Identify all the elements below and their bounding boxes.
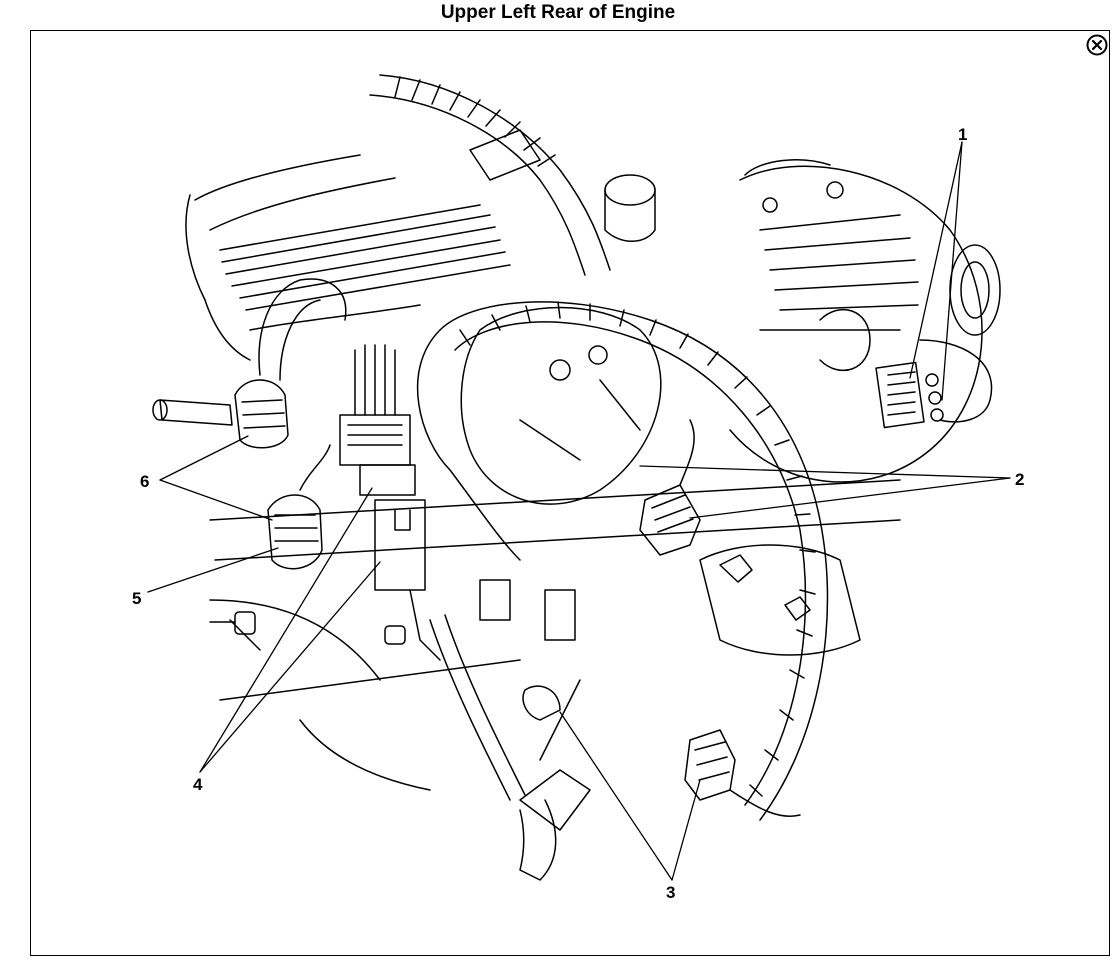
leader-6b [159,479,273,521]
connector-5 [267,444,331,570]
leader-5 [147,547,279,593]
leader-6a [159,435,249,481]
connector-4 [339,344,576,661]
alternator [729,159,1001,483]
leader-3a [559,711,673,881]
callout-4: 4 [193,775,203,794]
leader-1b [941,141,963,401]
diagram-title: Upper Left Rear of Engine [440,2,676,23]
leader-2b [689,477,1011,519]
harness-tube-top [369,74,611,276]
callout-3: 3 [666,883,675,902]
leader-4a [199,487,373,773]
callout-6: 6 [140,472,149,491]
close-icon[interactable] [1086,34,1108,56]
valve-cover [185,154,511,361]
callout-1: 1 [958,125,967,144]
leader-2a [639,465,1011,479]
connector-6 [152,278,347,449]
callout-2: 2 [1015,470,1024,489]
leader-1a [909,141,963,379]
connector-2 [639,419,701,556]
connector-3 [522,685,801,817]
harness-loop [416,301,829,821]
throttle-body [460,174,662,505]
diagram-frame [30,30,1110,956]
connector-1 [875,339,993,429]
lower-tube [209,611,557,881]
leader-lines [147,141,1011,881]
callout-5: 5 [132,589,141,608]
engine-block-lower [209,479,901,831]
leader-4b [199,561,381,773]
leader-3b [671,779,701,881]
